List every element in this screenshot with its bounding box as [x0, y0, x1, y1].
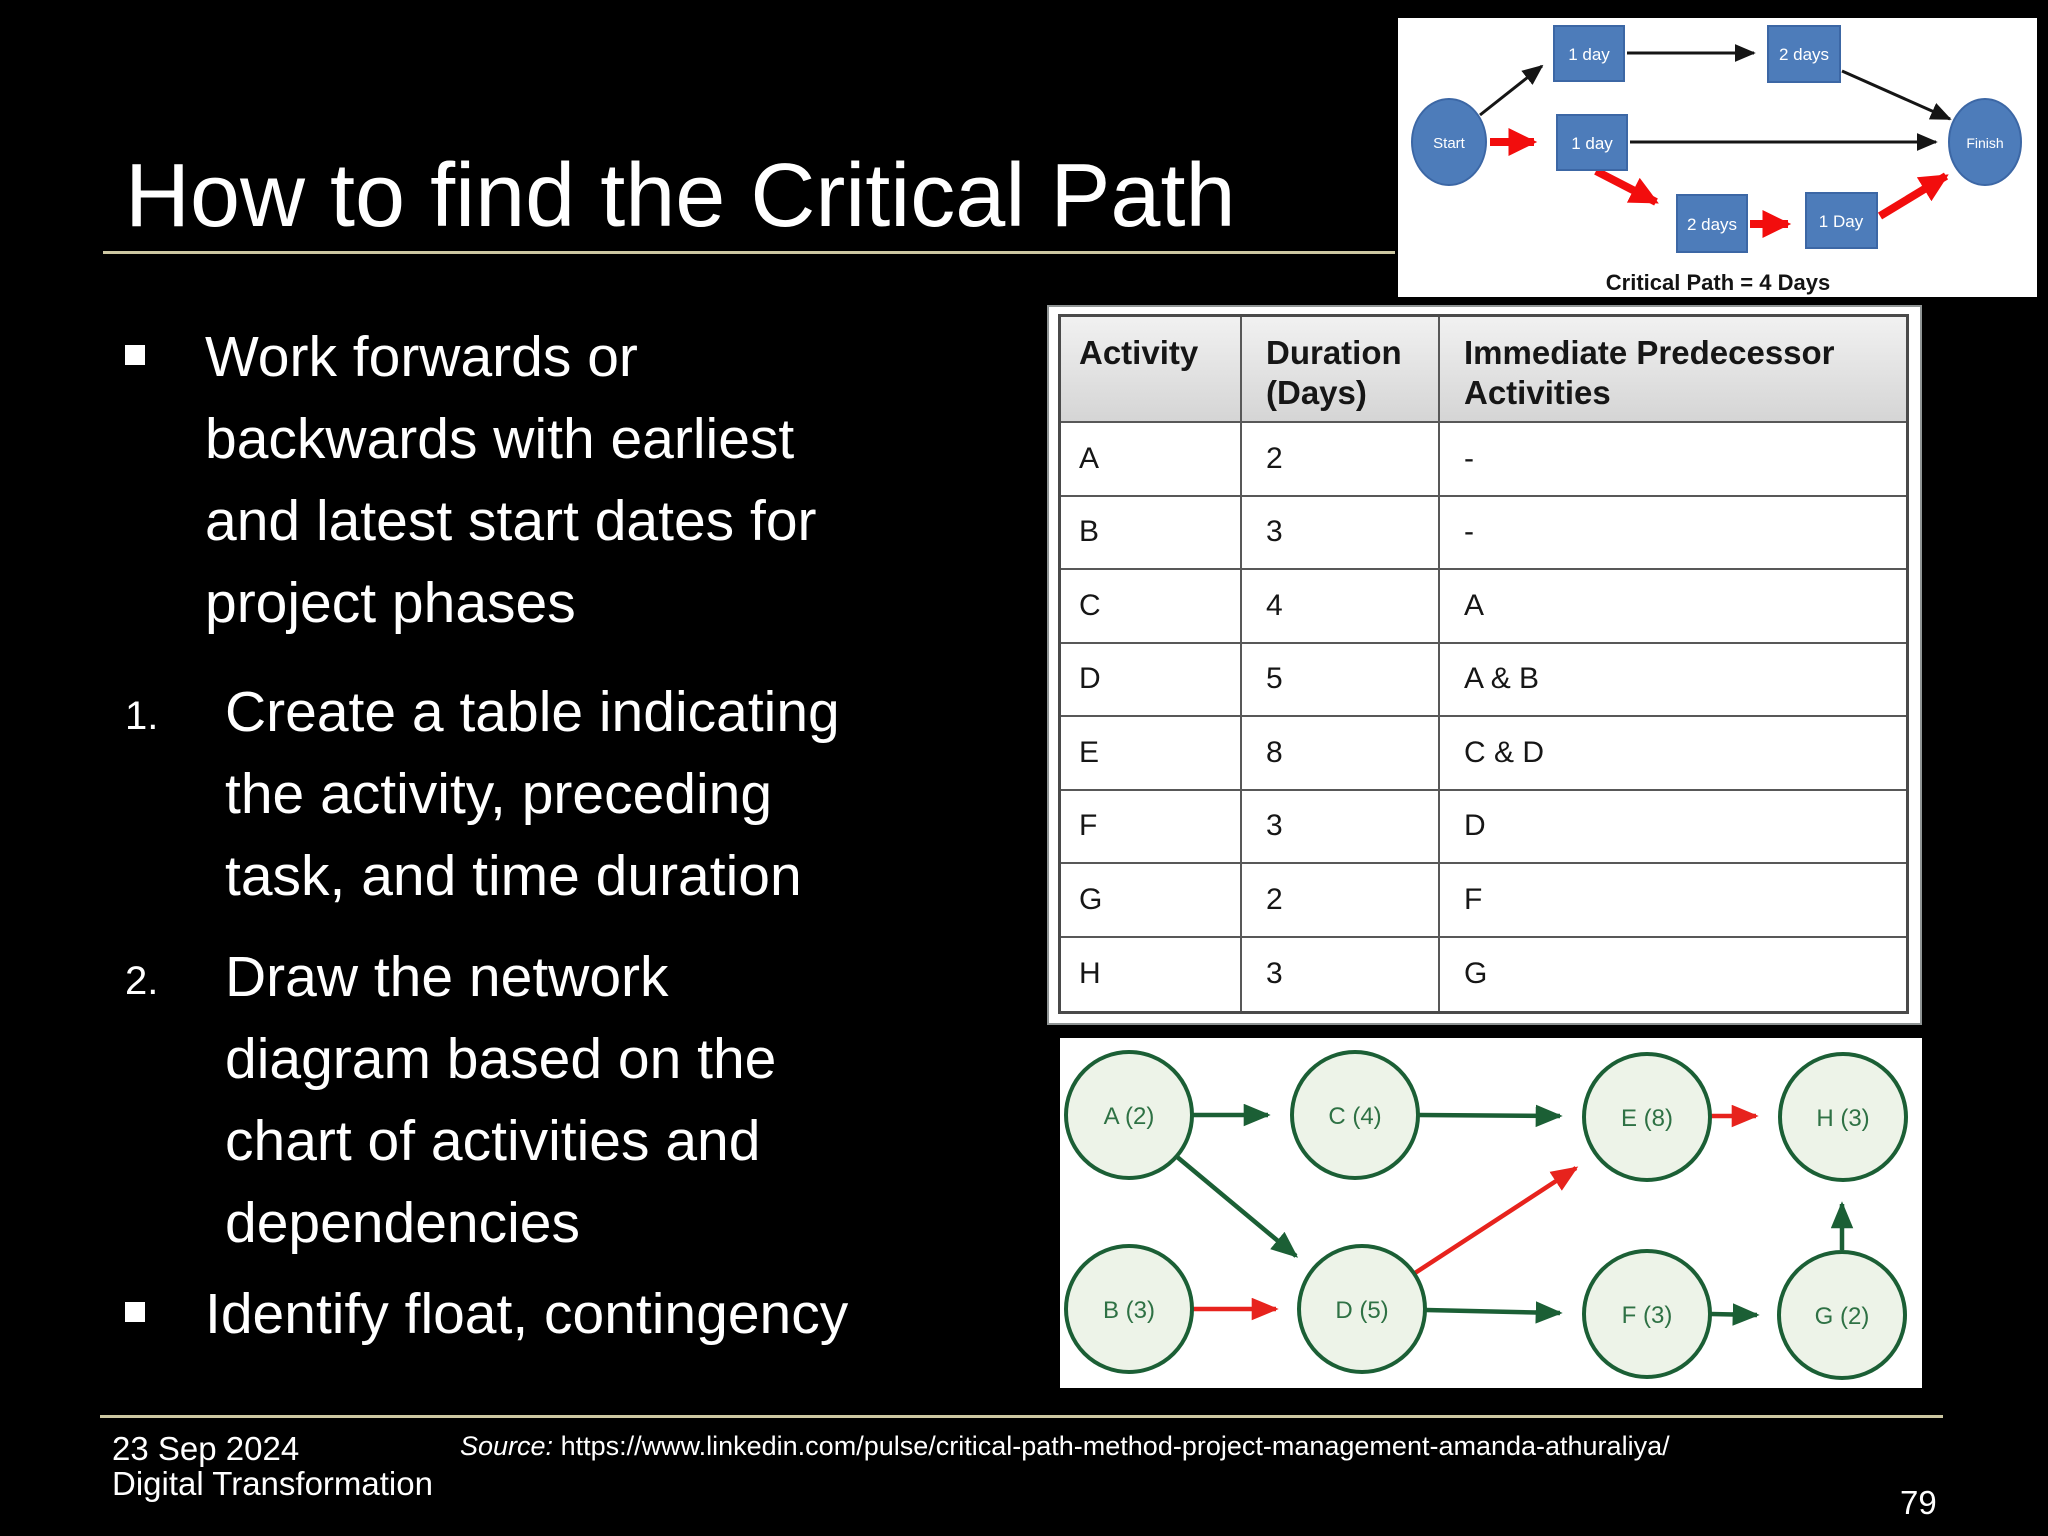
svg-text:1 day: 1 day — [1568, 45, 1610, 64]
critical-path-diagram-image: Start 1 day 2 days 1 day 2 days 1 Day — [1398, 18, 2037, 297]
table-cell: A — [1440, 570, 1906, 644]
numbered-item-1-text: Create a table indicating the activity, … — [225, 680, 840, 908]
numbered-item-2-text: Draw the network diagram based on the ch… — [225, 945, 777, 1255]
node-h: H (3) — [1778, 1052, 1908, 1182]
start-finish-network: Start 1 day 2 days 1 day 2 days 1 Day — [1411, 25, 2022, 295]
bullet-1-text: Work forwards or backwards with earliest… — [205, 325, 817, 635]
edge-a-d — [1174, 1154, 1299, 1258]
table-cell: 3 — [1242, 790, 1440, 864]
edge-d-f — [1425, 1301, 1563, 1324]
node-top-1day: 1 day — [1553, 25, 1625, 82]
activity-network-image: A (2) C (4) E (8) H (3) B (3) D (5) — [1060, 1038, 1922, 1388]
svg-text:2 days: 2 days — [1779, 45, 1829, 64]
edge-f-g — [1710, 1303, 1760, 1326]
table-cell: E — [1061, 717, 1242, 791]
edge-bot2-finish-critical — [1877, 172, 1949, 220]
node-finish: Finish — [1948, 98, 2022, 186]
table-cell: 3 — [1242, 937, 1440, 1011]
node-top-2days: 2 days — [1767, 25, 1841, 83]
table-cell: C & D — [1440, 717, 1906, 791]
node-b: B (3) — [1064, 1244, 1194, 1374]
footer-course-name: Digital Transformation — [112, 1465, 433, 1502]
node-start: Start — [1411, 98, 1487, 186]
node-g: G (2) — [1777, 1250, 1907, 1380]
node-mid-1day: 1 day — [1556, 114, 1628, 171]
edge-mid-bot1-critical — [1594, 167, 1659, 206]
svg-text:B (3): B (3) — [1103, 1297, 1155, 1324]
source-label: Source: — [460, 1431, 554, 1461]
column-header-predecessor: Immediate Predecessor Activities — [1440, 317, 1906, 423]
svg-text:F (3): F (3) — [1622, 1302, 1673, 1329]
edge-c-e — [1418, 1104, 1563, 1128]
table-cell: C — [1061, 570, 1242, 644]
table-cell: H — [1061, 937, 1242, 1011]
page-title: How to find the Critical Path — [125, 146, 1236, 246]
svg-text:H (3): H (3) — [1816, 1105, 1869, 1132]
svg-text:Start: Start — [1433, 135, 1466, 152]
list-number-2: 2. — [125, 959, 159, 1003]
node-d: D (5) — [1297, 1244, 1427, 1374]
table-cell: - — [1440, 423, 1906, 497]
bullet-square-icon — [125, 1302, 145, 1322]
footer-divider — [100, 1415, 1943, 1418]
table-cell: 3 — [1242, 496, 1440, 570]
edge-d-e-critical — [1413, 1166, 1579, 1275]
table-cell: F — [1440, 864, 1906, 938]
table-cell: 8 — [1242, 717, 1440, 791]
footer-date: 23 Sep 2024 — [112, 1430, 300, 1467]
node-bot-1day: 1 Day — [1805, 192, 1878, 249]
activity-network: A (2) C (4) E (8) H (3) B (3) D (5) — [1064, 1050, 1908, 1380]
svg-text:G (2): G (2) — [1815, 1303, 1870, 1330]
node-e: E (8) — [1582, 1052, 1712, 1182]
table-cell: D — [1440, 791, 1906, 864]
node-bot-2days: 2 days — [1676, 194, 1748, 253]
table-cell: 4 — [1242, 570, 1440, 644]
svg-text:2 days: 2 days — [1687, 215, 1737, 234]
table-cell: D — [1061, 643, 1242, 717]
column-header-activity: Activity — [1061, 317, 1242, 423]
table-cell: F — [1061, 790, 1242, 864]
node-a: A (2) — [1064, 1050, 1194, 1180]
svg-text:1 day: 1 day — [1571, 134, 1613, 153]
source-url: https://www.linkedin.com/pulse/critical-… — [560, 1431, 1670, 1461]
node-c: C (4) — [1290, 1050, 1420, 1180]
column-header-duration: Duration (Days) — [1242, 317, 1440, 423]
edge-top2-finish — [1841, 69, 1952, 121]
source-citation: Source: https://www.linkedin.com/pulse/c… — [460, 1431, 1670, 1462]
activity-table-image: Activity Duration (Days) Immediate Prede… — [1047, 305, 1922, 1025]
title-underline — [103, 251, 1395, 254]
table-cell: 2 — [1242, 423, 1440, 497]
svg-text:D (5): D (5) — [1335, 1297, 1388, 1324]
node-f: F (3) — [1582, 1249, 1712, 1379]
activity-table: Activity Duration (Days) Immediate Prede… — [1058, 314, 1909, 1014]
table-cell: - — [1440, 497, 1906, 570]
table-cell: G — [1061, 864, 1242, 938]
table-cell: A & B — [1440, 644, 1906, 717]
svg-text:Finish: Finish — [1966, 135, 2003, 151]
svg-text:1 Day: 1 Day — [1819, 212, 1864, 231]
bullet-2-text: Identify float, contingency — [205, 1282, 849, 1346]
diagram-caption: Critical Path = 4 Days — [1606, 270, 1830, 295]
list-number-1: 1. — [125, 694, 159, 738]
table-cell: B — [1061, 496, 1242, 570]
svg-text:E (8): E (8) — [1621, 1105, 1673, 1132]
table-cell: 2 — [1242, 864, 1440, 938]
table-cell: 5 — [1242, 643, 1440, 717]
bullet-square-icon — [125, 345, 145, 365]
page-number: 79 — [1900, 1484, 1937, 1521]
table-cell: G — [1464, 957, 1488, 991]
svg-text:C (4): C (4) — [1328, 1103, 1381, 1130]
edge-start-top1 — [1479, 64, 1544, 117]
svg-text:A (2): A (2) — [1104, 1103, 1155, 1130]
table-cell: A — [1061, 423, 1242, 497]
